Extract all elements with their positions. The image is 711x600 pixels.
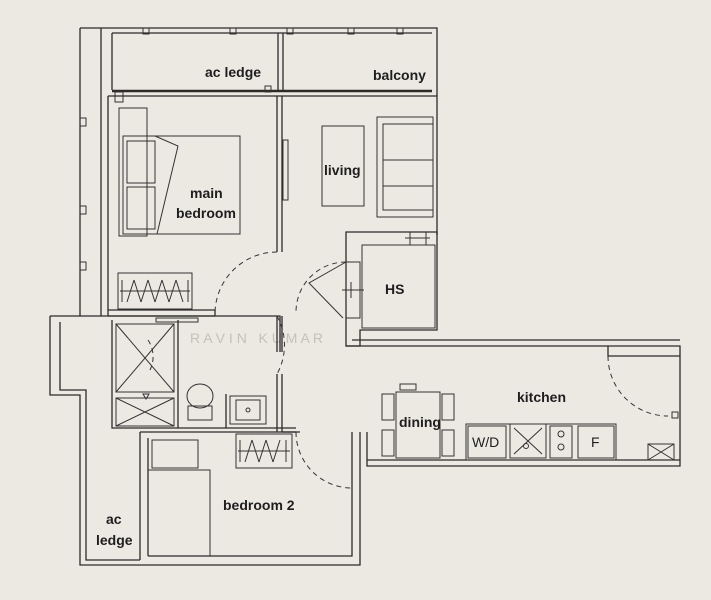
bathroom-fixtures (115, 317, 267, 427)
label-hs: HS (385, 281, 404, 297)
label-kitchen: kitchen (517, 389, 566, 405)
label-ac-ledge-bottom-line1: ac (106, 511, 122, 527)
label-fridge: F (591, 434, 600, 450)
label-balcony: balcony (373, 67, 426, 83)
sink (509, 423, 547, 459)
doors (147, 251, 669, 489)
label-main-bedroom-line2: bedroom (176, 205, 236, 221)
label-ac-ledge-top: ac ledge (205, 64, 261, 80)
washer-dryer-box (467, 425, 507, 459)
label-dining: dining (399, 414, 441, 430)
label-bedroom-2: bedroom 2 (223, 497, 295, 513)
fridge-box (577, 425, 615, 459)
kitchen-counter (465, 411, 679, 461)
room-labels: ac ledge balcony main bedroom living HS … (96, 64, 600, 548)
ledge-details (114, 27, 404, 103)
living-furniture (321, 116, 434, 218)
dining-table (381, 383, 455, 459)
exterior-walls (49, 27, 681, 566)
label-washer-dryer: W/D (472, 434, 499, 450)
label-living: living (324, 162, 361, 178)
bedroom2-furniture (148, 433, 293, 556)
watermark: R A V I N K U M A R (190, 330, 323, 346)
label-ac-ledge-bottom-line2: ledge (96, 532, 133, 548)
hs-room (342, 232, 436, 329)
label-main-bedroom-line1: main (190, 185, 223, 201)
main-bedroom-wardrobe (117, 272, 193, 310)
hob (549, 425, 573, 459)
main-bedroom-bed (118, 107, 241, 237)
interior-walls (108, 96, 300, 433)
